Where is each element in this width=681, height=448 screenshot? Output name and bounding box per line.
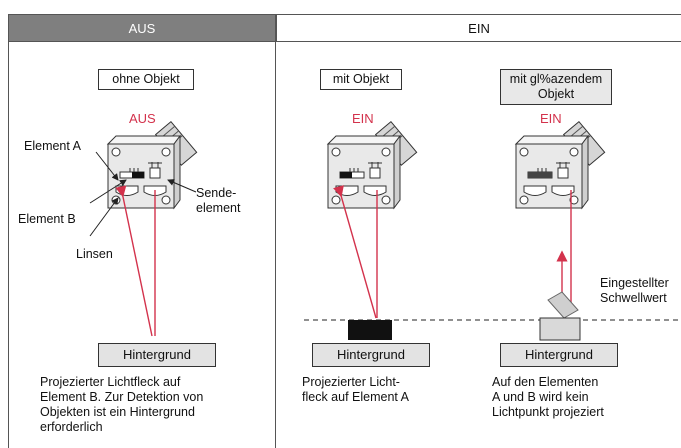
return-beam-ein bbox=[333, 185, 377, 319]
state-ein-1: EIN bbox=[352, 111, 374, 126]
elements-dark bbox=[528, 172, 552, 178]
object-glossy bbox=[539, 317, 581, 341]
pointer-element-b bbox=[89, 179, 127, 204]
background-aus: Hintergrund bbox=[98, 343, 216, 367]
label-ohne-objekt: ohne Objekt bbox=[98, 69, 194, 90]
element-a-lit bbox=[340, 172, 352, 178]
state-ein-2: EIN bbox=[540, 111, 562, 126]
element-b-lit bbox=[132, 172, 144, 178]
label-sendeelement: Sende- element bbox=[196, 186, 241, 215]
label-element-b: Element B bbox=[18, 212, 76, 226]
label-mit-glaenzendem-objekt: mit gl%azendem Objekt bbox=[500, 69, 612, 105]
label-element-a: Element A bbox=[24, 139, 81, 153]
sensor-glaenzend bbox=[515, 121, 606, 209]
label-threshold: Eingestellter Schwellwert bbox=[600, 276, 669, 305]
header-aus: AUS bbox=[8, 14, 276, 42]
pointer-sendeelement bbox=[167, 179, 197, 193]
desc-glaenzend: Auf den Elementen A und B wird kein Lich… bbox=[492, 375, 604, 419]
return-beam-aus bbox=[115, 185, 153, 337]
pointer-linsen bbox=[89, 197, 119, 237]
desc-aus: Projezierter Lichtfleck auf Element B. Z… bbox=[40, 375, 204, 434]
column-aus bbox=[8, 42, 276, 448]
label-mit-objekt: mit Objekt bbox=[320, 69, 402, 90]
pointer-element-a bbox=[95, 151, 119, 181]
state-aus: AUS bbox=[129, 111, 156, 126]
header-ein: EIN bbox=[276, 14, 681, 42]
label-linsen: Linsen bbox=[76, 247, 113, 261]
glossy-reflection bbox=[547, 291, 579, 319]
background-glaenzend: Hintergrund bbox=[500, 343, 618, 367]
desc-mit-objekt: Projezierter Licht- fleck auf Element A bbox=[302, 375, 410, 404]
sensor-aus bbox=[107, 121, 198, 209]
object-black bbox=[348, 320, 392, 340]
background-mit-objekt: Hintergrund bbox=[312, 343, 430, 367]
sensor-mit-objekt bbox=[327, 121, 418, 209]
